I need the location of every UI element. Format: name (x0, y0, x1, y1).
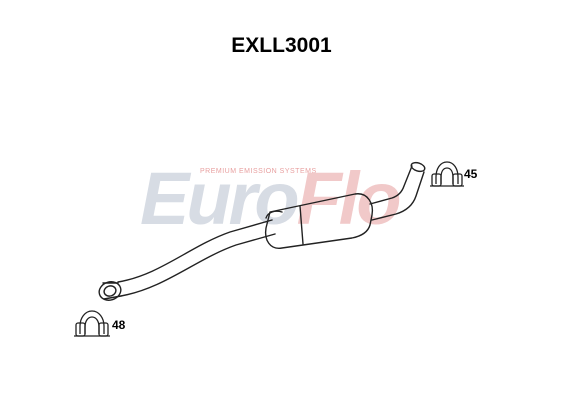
inlet-end (98, 281, 122, 301)
front-pipe (117, 219, 276, 297)
brand-word-second: Flo (296, 157, 402, 240)
silencer-box (264, 193, 374, 249)
clamp-icon (74, 310, 110, 337)
tail-pipe (369, 161, 426, 221)
clamp-icon (430, 161, 464, 187)
brand-watermark: EuroFlo (140, 162, 402, 236)
part-number-title: EXLL3001 (231, 34, 332, 57)
clamp-quantity-label: 48 (112, 318, 126, 332)
clamp-quantity-label: 45 (464, 167, 478, 181)
brand-tagline: PREMIUM EMISSION SYSTEMS (200, 168, 317, 175)
brand-word-first: Euro (140, 157, 300, 240)
